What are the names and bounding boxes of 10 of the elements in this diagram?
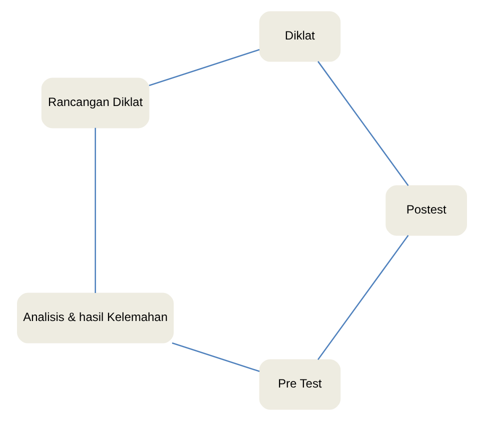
connector [171, 342, 260, 372]
node-box: Diklat [258, 11, 340, 62]
node-box: Rancangan Diklat [40, 78, 149, 128]
connector [148, 49, 260, 86]
node-box: Pre Test [258, 359, 340, 410]
connector [316, 235, 408, 360]
connector [94, 128, 96, 293]
node-box: Analisis & hasil Kelemahan [16, 292, 174, 344]
connector [317, 61, 408, 186]
node-box: Postest [385, 185, 466, 236]
